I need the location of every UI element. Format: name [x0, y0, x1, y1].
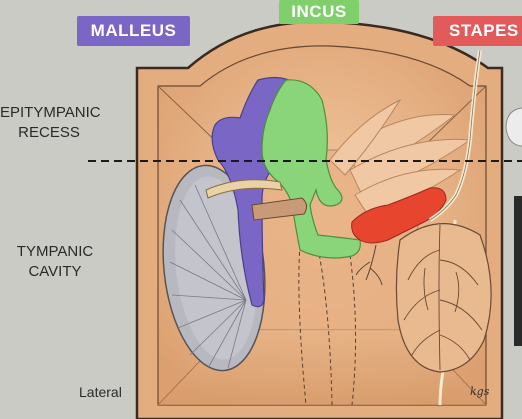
- epitympanic-line-1: EPITYMPANIC: [0, 104, 101, 121]
- ligament-folds: [329, 98, 472, 216]
- stapes-label: STAPES: [433, 16, 522, 46]
- dashed-structure-lines: [298, 244, 357, 406]
- tympanic-line-2: CAVITY: [28, 263, 82, 280]
- incus-label: INCUS: [279, 0, 359, 24]
- artist-signature: kgs: [470, 385, 490, 398]
- epitympanic-recess-label: EPITYMPANIC RECESS: [0, 103, 101, 143]
- malleus-label: MALLEUS: [77, 16, 190, 46]
- dark-edge-strip: [514, 196, 522, 346]
- oval-window-edge: [505, 107, 522, 147]
- tensor-tympani-tendon: [251, 197, 308, 221]
- promontory-vessels: [395, 223, 492, 373]
- tympanic-plexus-branch: [355, 244, 383, 286]
- lateral-label: Lateral: [79, 384, 122, 400]
- tympanic-line-1: TYMPANIC: [16, 243, 94, 260]
- facial-nerve-strand-outline: [429, 49, 481, 221]
- tympanic-cavity-label: TYMPANIC CAVITY: [14, 242, 96, 282]
- epitympanic-line-2: RECESS: [18, 124, 80, 141]
- chorda-tympani: [205, 179, 283, 199]
